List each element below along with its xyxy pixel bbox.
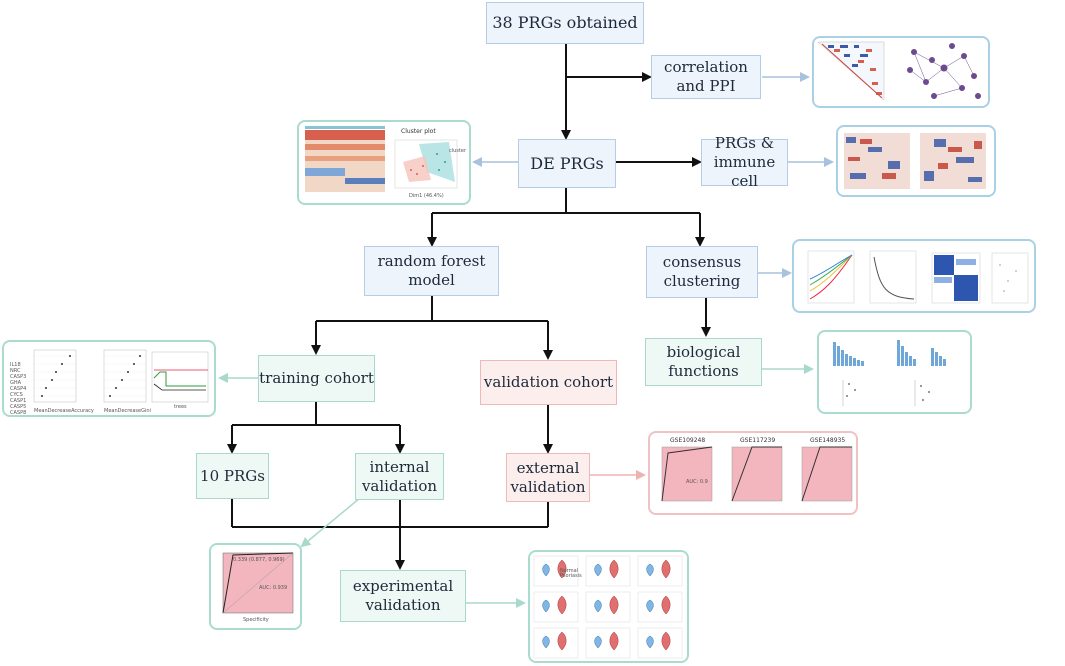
violin-normal (594, 563, 602, 577)
violin-cell (585, 591, 631, 623)
violin-normal (542, 563, 550, 577)
random-forest-image (33, 349, 209, 403)
violin-psoriasis (557, 595, 567, 615)
ext-title-3: GSE148935 (810, 437, 846, 444)
violin-psoriasis (557, 559, 567, 579)
rf-axis-trees: trees (174, 404, 187, 410)
violin-normal (594, 599, 602, 613)
thumb-experimental-violins: Normal Psoriasis (528, 550, 689, 663)
external-roc-image (661, 446, 853, 502)
thumb-consensus-clustering (792, 239, 1036, 313)
box-experimental-validation: experimental validation (340, 570, 466, 622)
ext-title-2: GSE117239 (740, 437, 776, 444)
cluster-axis-x: Dim1 (46.4%) (409, 193, 444, 199)
violin-cell (533, 591, 579, 623)
consensus-panels-image (807, 250, 1029, 304)
box-random-forest-model: random forest model (364, 246, 499, 296)
rf-gene-list: IL18 NRC CASP3 GHA CASP4 CYCS CASP1 CASP… (10, 362, 27, 416)
violin-normal (542, 599, 550, 613)
int-corner-label: 0.339 (0.877, 0.969) (233, 557, 285, 563)
violin-cell (585, 627, 631, 659)
rf-axis-accuracy: MeanDecreaseAccuracy (34, 408, 94, 414)
ext-title-1: GSE109248 (670, 437, 706, 444)
exp-legend-psoriasis: Psoriasis (560, 573, 582, 579)
ext-auc-label: AUC: 0.9 (686, 479, 708, 485)
violin-cell (585, 555, 631, 587)
thumb-random-forest: IL18 NRC CASP3 GHA CASP4 CYCS CASP1 CASP… (2, 340, 216, 417)
violin-cell (637, 555, 683, 587)
violin-normal (646, 599, 654, 613)
violin-psoriasis (661, 595, 671, 615)
thumb-cluster-plot: Cluster plot cluster Dim1 (46.4%) (297, 120, 471, 205)
internal-roc-image (222, 552, 294, 614)
box-internal-validation: internal validation (355, 453, 444, 500)
box-biological-functions: biological functions (645, 338, 762, 386)
violin-psoriasis (609, 559, 619, 579)
cluster-legend-title: cluster (449, 148, 467, 154)
box-prgs-immune-cell: PRGs & immune cell (701, 134, 788, 190)
box-consensus-clustering: consensus clustering (646, 246, 758, 298)
box-validation-cohort: validation cohort (480, 360, 617, 405)
violin-cell (533, 555, 579, 587)
int-auc-label: AUC: 0.939 (259, 585, 288, 591)
box-10-prgs: 10 PRGs (196, 453, 269, 499)
rf-axis-gini: MeanDecreaseGini (104, 408, 151, 414)
violin-psoriasis (557, 631, 567, 651)
thumb-internal-roc: 0.339 (0.877, 0.969) AUC: 0.939 Specific… (209, 543, 302, 630)
violin-psoriasis (661, 559, 671, 579)
violin-normal (594, 635, 602, 649)
cluster-plot-title: Cluster plot (401, 128, 436, 135)
violin-psoriasis (609, 631, 619, 651)
box-correlation-ppi: correlation and PPI (651, 55, 761, 99)
violin-cell (637, 627, 683, 659)
violin-cell (533, 627, 579, 659)
correlation-network-image (817, 41, 981, 101)
violin-normal (542, 635, 550, 649)
exp-legend-normal: Normal (560, 568, 579, 574)
biological-functions-image (833, 340, 946, 406)
box-de-prgs: DE PRGs (518, 139, 616, 188)
violin-normal (646, 563, 654, 577)
immune-heatmap-image (844, 133, 986, 189)
heatmap-cluster-image (305, 126, 458, 192)
thumb-immune-heatmap (836, 125, 996, 197)
thumb-biological-functions (817, 330, 972, 414)
violin-psoriasis (661, 631, 671, 651)
int-axis-x: Specificity (243, 617, 269, 623)
violin-cell (637, 591, 683, 623)
box-training-cohort: training cohort (258, 355, 375, 402)
violin-grid-image (533, 555, 683, 659)
box-38-prgs-obtained: 38 PRGs obtained (486, 2, 644, 44)
violin-psoriasis (609, 595, 619, 615)
violin-normal (646, 635, 654, 649)
thumb-correlation-ppi (812, 36, 990, 108)
thumb-external-roc: GSE109248 GSE117239 GSE148935 AUC: 0.9 (648, 431, 858, 515)
box-external-validation: external validation (506, 453, 590, 502)
